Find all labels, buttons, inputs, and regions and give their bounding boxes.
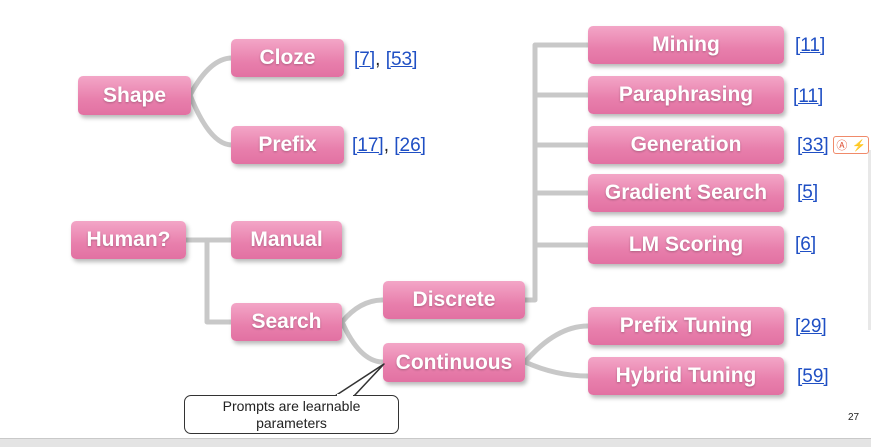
node-lm-scoring: LM Scoring bbox=[588, 226, 784, 264]
quick-action-icon[interactable]: ⚡ bbox=[851, 139, 866, 152]
ref-separator: , bbox=[383, 135, 395, 156]
assistant-icon[interactable]: Ⓐ bbox=[836, 140, 848, 152]
ref-link-generation[interactable]: [33] bbox=[797, 135, 829, 156]
ref-hybrid-tuning: [59] bbox=[797, 366, 829, 388]
node-search: Search bbox=[231, 303, 342, 341]
ref-separator: , bbox=[375, 49, 386, 70]
ref-cloze: [7], [53] bbox=[354, 49, 417, 71]
node-prefix: Prefix bbox=[231, 126, 344, 164]
node-manual: Manual bbox=[231, 221, 342, 259]
node-generation: Generation bbox=[588, 126, 784, 164]
ref-paraphrasing: [11] bbox=[793, 86, 823, 108]
ref-link-7[interactable]: [7] bbox=[354, 49, 376, 70]
ref-prefix: [17], [26] bbox=[352, 135, 426, 157]
ref-gradient-search: [5] bbox=[797, 182, 818, 204]
ref-link-26[interactable]: [26] bbox=[394, 135, 426, 156]
bottom-bar bbox=[0, 438, 871, 447]
callout-box: Prompts are learnable parameters bbox=[184, 395, 399, 434]
ref-link-paraphrasing[interactable]: [11] bbox=[793, 86, 824, 107]
ref-link-hybrid-tuning[interactable]: [59] bbox=[797, 366, 829, 387]
ref-link-53[interactable]: [53] bbox=[385, 49, 418, 70]
node-discrete: Discrete bbox=[383, 281, 525, 319]
side-panel-edge bbox=[868, 150, 871, 330]
ref-mining: [11] bbox=[795, 35, 825, 57]
page-number: 27 bbox=[848, 412, 860, 423]
ref-link-prefix-tuning[interactable]: [29] bbox=[795, 316, 827, 337]
ref-generation: [33] bbox=[797, 135, 829, 157]
ref-link-gradient-search[interactable]: [5] bbox=[797, 182, 819, 203]
node-human: Human? bbox=[71, 221, 186, 259]
node-hybrid-tuning: Hybrid Tuning bbox=[588, 357, 784, 395]
node-prefix-tuning: Prefix Tuning bbox=[588, 307, 784, 345]
ref-link-mining[interactable]: [11] bbox=[795, 35, 826, 56]
ref-lm-scoring: [6] bbox=[795, 234, 816, 256]
node-gradient-search: Gradient Search bbox=[588, 174, 784, 212]
node-cloze: Cloze bbox=[231, 39, 344, 77]
node-paraphrasing: Paraphrasing bbox=[588, 76, 784, 114]
node-continuous: Continuous bbox=[383, 343, 525, 382]
floating-toolbar[interactable]: Ⓐ ⚡ bbox=[833, 136, 869, 154]
node-shape: Shape bbox=[78, 76, 191, 115]
ref-link-lm-scoring[interactable]: [6] bbox=[795, 234, 817, 255]
node-mining: Mining bbox=[588, 26, 784, 64]
callout-pointer-gap bbox=[337, 394, 353, 398]
callout-line-2: parameters bbox=[256, 415, 327, 431]
ref-prefix-tuning: [29] bbox=[795, 316, 827, 338]
ref-link-17[interactable]: [17] bbox=[352, 135, 384, 156]
callout-line-1: Prompts are learnable bbox=[222, 398, 361, 414]
